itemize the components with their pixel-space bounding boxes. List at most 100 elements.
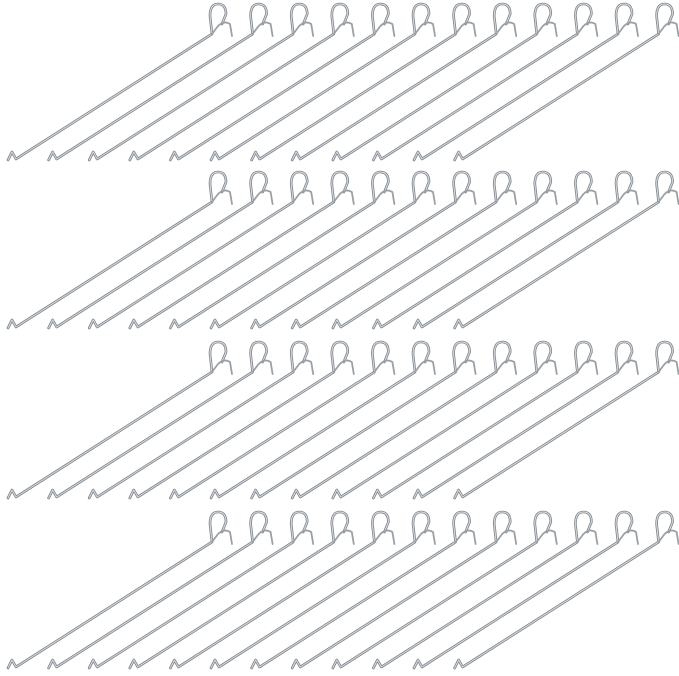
hook-wire-highlight: [251, 341, 470, 499]
hook-wire-highlight: [7, 171, 227, 329]
hook-wire-highlight: [373, 3, 592, 161]
pegboard-hook: [412, 340, 639, 500]
hook-wire-highlight: [413, 171, 633, 329]
pegboard-hook: [169, 170, 396, 330]
hook-bracket: [454, 359, 477, 375]
pegboard-hook: [453, 510, 679, 670]
hook-wire-highlight: [170, 3, 389, 161]
hook-bracket: [414, 529, 436, 545]
hook-wire-highlight: [332, 3, 552, 161]
hook-grid: [6, 2, 679, 670]
pegboard-hook: [87, 2, 315, 162]
pegboard-hook: [47, 510, 274, 670]
pegboard-hook: [6, 2, 233, 162]
hook-wire-highlight: [210, 511, 430, 669]
pegboard-hook: [47, 340, 274, 500]
hook-wire-highlight: [88, 3, 308, 161]
hook-bracket: [617, 189, 639, 205]
hook-wire-highlight: [373, 171, 592, 329]
hook-bracket: [373, 189, 396, 205]
hook-wire-highlight: [291, 341, 511, 499]
hook-bracket: [251, 529, 274, 545]
hook-wire-highlight: [454, 171, 673, 329]
hook-wire-highlight: [251, 171, 470, 329]
hook-bracket: [332, 21, 355, 37]
pegboard-hook: [87, 170, 315, 330]
hook-bracket: [332, 359, 355, 375]
hook-bracket: [373, 359, 396, 375]
pegboard-hook: [6, 170, 233, 330]
hook-bracket: [292, 359, 315, 375]
hook-bracket: [454, 189, 477, 205]
hook-wire-highlight: [170, 171, 389, 329]
hook-bracket: [535, 189, 558, 205]
pegboard-hook: [47, 170, 274, 330]
hook-wire-highlight: [413, 341, 633, 499]
pegboard-hook: [290, 170, 518, 330]
pegboard-hook: [331, 2, 558, 162]
hook-wire-highlight: [170, 511, 389, 669]
pegboard-hook: [169, 340, 396, 500]
hook-wire-highlight: [251, 511, 470, 669]
hook-wire-highlight: [413, 511, 633, 669]
hook-wire-highlight: [373, 341, 592, 499]
pegboard-hook: [331, 340, 558, 500]
hook-wire-highlight: [210, 3, 430, 161]
hook-bracket: [414, 189, 436, 205]
pegboard-hook: [412, 2, 639, 162]
pegboard-hook: [128, 2, 355, 162]
hook-wire-highlight: [332, 171, 552, 329]
hook-bracket: [292, 189, 315, 205]
hook-bracket: [495, 21, 518, 37]
pegboard-hook: [250, 340, 477, 500]
hook-wire-highlight: [48, 171, 267, 329]
hook-wire-highlight: [210, 171, 430, 329]
hook-wire-highlight: [48, 341, 267, 499]
hook-wire-highlight: [210, 341, 430, 499]
hook-bracket: [617, 359, 639, 375]
hook-bracket: [211, 359, 233, 375]
hook-bracket: [414, 21, 436, 37]
hook-wire-highlight: [88, 341, 308, 499]
hook-wire-highlight: [170, 341, 389, 499]
pegboard-hook: [209, 2, 436, 162]
hook-wire-highlight: [291, 3, 511, 161]
pegboard-hook: [453, 340, 679, 500]
hook-bracket: [332, 529, 355, 545]
hook-bracket: [617, 529, 639, 545]
hook-bracket: [414, 359, 436, 375]
hook-wire-highlight: [88, 511, 308, 669]
hook-wire-highlight: [7, 341, 227, 499]
hook-wire-highlight: [7, 511, 227, 669]
pegboard-hook: [209, 510, 436, 670]
hook-wire-highlight: [129, 341, 349, 499]
hook-bracket: [657, 189, 679, 205]
pegboard-hook: [331, 510, 558, 670]
pegboard-hook: [372, 340, 599, 500]
pegboard-hook: [250, 510, 477, 670]
hook-bracket: [535, 529, 558, 545]
hook-wire-highlight: [129, 171, 349, 329]
hook-wire-highlight: [454, 341, 673, 499]
pegboard-hook: [372, 510, 599, 670]
pegboard-hook: [250, 2, 477, 162]
hook-wire-highlight: [48, 3, 267, 161]
hook-bracket: [373, 21, 396, 37]
hook-bracket: [292, 529, 315, 545]
hook-wire-highlight: [332, 511, 552, 669]
pegboard-hook: [412, 170, 639, 330]
pegboard-hook: [453, 170, 679, 330]
pegboard-hook: [128, 510, 355, 670]
hook-wire-highlight: [48, 511, 267, 669]
pegboard-hook: [209, 170, 436, 330]
hook-wire-highlight: [251, 3, 470, 161]
hook-bracket: [292, 21, 315, 37]
hook-bracket: [454, 529, 477, 545]
pegboard-hook: [169, 510, 396, 670]
hook-wire-highlight: [454, 3, 673, 161]
pegboard-hook: [372, 2, 599, 162]
pegboard-hook: [453, 2, 679, 162]
pegboard-hook: [412, 510, 639, 670]
pegboard-hook: [6, 340, 233, 500]
